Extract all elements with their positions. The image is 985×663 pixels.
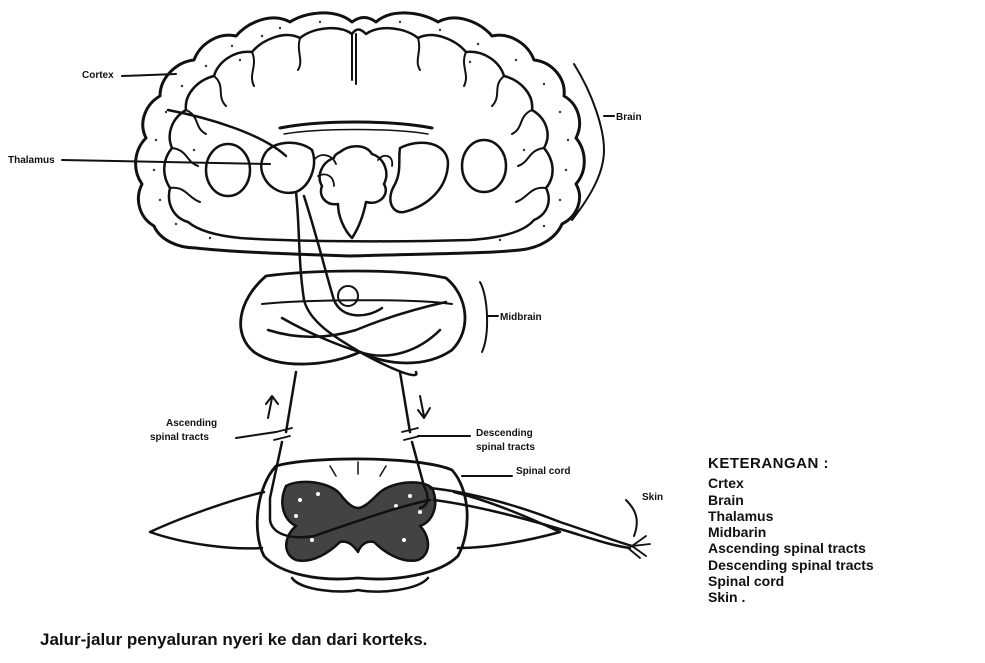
midbrain-bracket xyxy=(480,282,498,352)
third-ventricle xyxy=(320,146,387,238)
right-basal-nucleus xyxy=(390,143,448,212)
ascending-tract-left xyxy=(296,192,416,375)
legend-item-brain: Brain xyxy=(708,492,874,508)
ascending-break xyxy=(274,428,292,440)
figure-caption: Jalur-jalur penyaluran nyeri ke dan dari… xyxy=(40,630,427,650)
label-thalamus: Thalamus xyxy=(8,155,55,166)
left-putamen xyxy=(206,144,250,196)
label-ascending-2: spinal tracts xyxy=(150,432,209,443)
corpus-callosum-lower xyxy=(284,130,428,135)
label-ascending-1: Ascending xyxy=(166,418,217,429)
cerebral-aqueduct xyxy=(338,286,358,306)
cortex-inner-boundary xyxy=(164,28,552,241)
legend-title: KETERANGAN : xyxy=(708,456,874,472)
label-descending-2: spinal tracts xyxy=(476,442,535,453)
brain-section xyxy=(136,13,585,256)
descending-break xyxy=(402,428,420,440)
brain-bracket xyxy=(572,64,604,220)
ascending-leader xyxy=(236,432,276,438)
cortex-stipple xyxy=(153,21,569,241)
label-brain: Brain xyxy=(616,112,642,123)
legend: KETERANGAN : Crtex Brain Thalamus Midbar… xyxy=(708,456,874,606)
label-descending-1: Descending xyxy=(476,428,533,439)
label-cortex: Cortex xyxy=(82,70,114,81)
legend-item-midbrain: Midbarin xyxy=(708,524,874,540)
corpus-callosum xyxy=(280,122,432,128)
ascending-arrow xyxy=(266,396,278,418)
legend-item-descending: Descending spinal tracts xyxy=(708,557,874,573)
left-thalamus xyxy=(261,143,314,193)
legend-item-cortex: Crtex xyxy=(708,475,874,491)
legend-item-thalamus: Thalamus xyxy=(708,508,874,524)
vertebra-body xyxy=(292,578,428,592)
dorsal-rootlets xyxy=(330,462,386,476)
skin-leader xyxy=(626,500,637,536)
legend-item-skin: Skin . xyxy=(708,589,874,605)
label-midbrain: Midbrain xyxy=(500,312,542,323)
label-skin: Skin xyxy=(642,492,663,503)
midbrain-crossing-b xyxy=(268,302,446,337)
descending-arrow xyxy=(418,396,430,418)
legend-item-ascending: Ascending spinal tracts xyxy=(708,540,874,556)
label-spinal-cord: Spinal cord xyxy=(516,466,570,477)
legend-item-spinal-cord: Spinal cord xyxy=(708,573,874,589)
spinal-cord-section xyxy=(150,459,560,592)
right-putamen xyxy=(462,140,506,192)
